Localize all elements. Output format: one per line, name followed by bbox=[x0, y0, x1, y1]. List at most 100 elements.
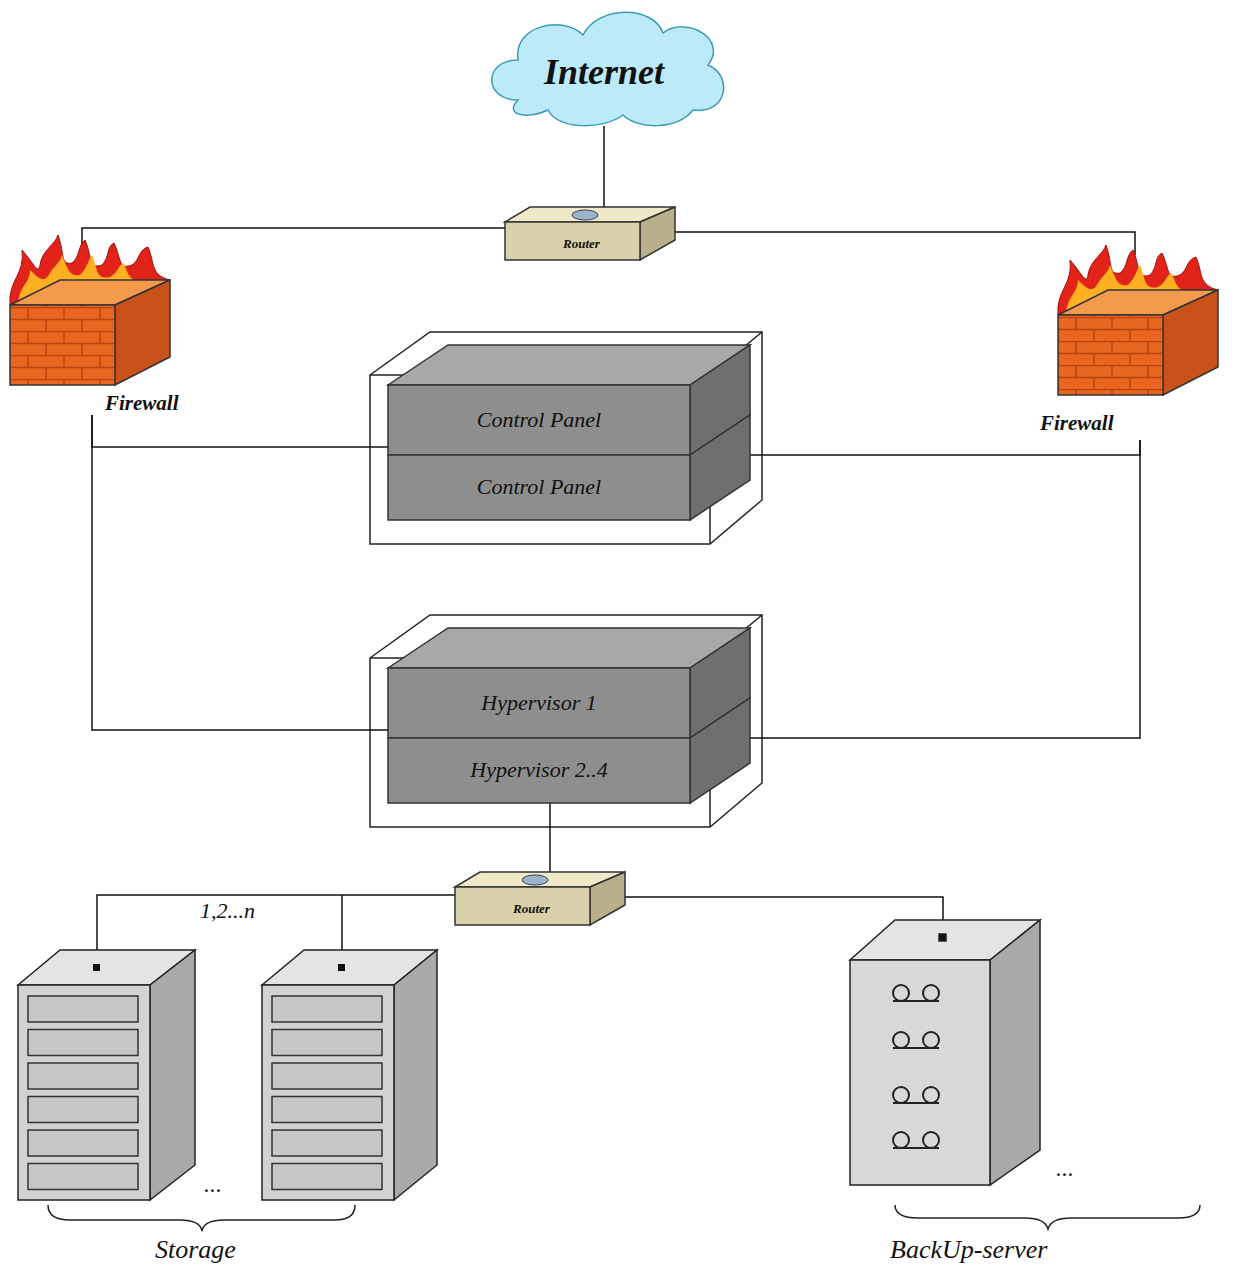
storage-rack bbox=[18, 950, 195, 1200]
node-text: Router bbox=[563, 237, 600, 250]
rack-slot bbox=[272, 996, 382, 1022]
text-label: ... bbox=[204, 1172, 222, 1196]
tape-line bbox=[893, 1102, 939, 1104]
shape bbox=[388, 415, 750, 520]
rack-side bbox=[394, 950, 437, 1200]
router-side bbox=[590, 872, 625, 925]
box-front bbox=[388, 668, 690, 738]
box-front bbox=[388, 455, 690, 520]
firewall: Firewall bbox=[10, 235, 195, 415]
server-frame bbox=[370, 615, 762, 827]
connector bbox=[92, 415, 388, 447]
node-text: Internet bbox=[478, 54, 730, 90]
storage-rack bbox=[262, 950, 437, 1200]
internet-cloud: Internet bbox=[478, 5, 730, 130]
tape-reel bbox=[923, 1132, 939, 1148]
server-box: Hypervisor 2..4 bbox=[388, 698, 750, 803]
box-front bbox=[388, 385, 690, 455]
tape-reel bbox=[923, 985, 939, 1001]
tape-line bbox=[893, 1147, 939, 1149]
rack-slot bbox=[272, 1097, 382, 1123]
node-text: Firewall bbox=[105, 393, 179, 414]
node-text: Hypervisor 2..4 bbox=[388, 759, 690, 781]
connector bbox=[750, 440, 1140, 738]
server-side bbox=[990, 920, 1040, 1185]
shape bbox=[505, 207, 675, 260]
tape-reel bbox=[893, 985, 909, 1001]
rack-slot bbox=[272, 1063, 382, 1089]
rack-slot bbox=[28, 1030, 138, 1056]
connector bbox=[549, 803, 551, 872]
brace bbox=[895, 1205, 1200, 1229]
connector bbox=[603, 126, 605, 207]
port bbox=[939, 934, 946, 941]
connector bbox=[750, 440, 1140, 455]
shape bbox=[1040, 245, 1220, 440]
wall-front bbox=[10, 305, 115, 385]
rack-front bbox=[262, 985, 394, 1200]
node-text: Router bbox=[513, 902, 550, 915]
rack-slot bbox=[28, 1063, 138, 1089]
tape-reel bbox=[893, 1132, 909, 1148]
port bbox=[338, 964, 345, 971]
rack-side bbox=[150, 950, 195, 1200]
router-side bbox=[640, 207, 675, 260]
router-box: Router bbox=[505, 207, 675, 260]
firewall-picture bbox=[1058, 245, 1218, 395]
tape-line bbox=[893, 1047, 939, 1049]
box-front bbox=[388, 738, 690, 803]
server-box: Hypervisor 1 bbox=[388, 628, 750, 738]
shape bbox=[455, 872, 625, 925]
server-frame bbox=[370, 332, 762, 544]
box-side bbox=[690, 698, 750, 803]
box-top bbox=[388, 345, 750, 385]
server-box: Control Panel bbox=[388, 345, 750, 455]
wall-front bbox=[1058, 315, 1163, 395]
node-text: Control Panel bbox=[388, 409, 690, 431]
rack-slot bbox=[28, 1097, 138, 1123]
rack-slot bbox=[28, 1130, 138, 1156]
rack-slot bbox=[28, 1164, 138, 1190]
rack-slot bbox=[272, 1130, 382, 1156]
router-box: Router bbox=[455, 872, 625, 925]
node-text: Control Panel bbox=[388, 476, 690, 498]
connector bbox=[675, 232, 1135, 255]
tape-reel bbox=[923, 1087, 939, 1103]
rack-slot bbox=[272, 1030, 382, 1056]
shape bbox=[388, 345, 750, 455]
wall-side bbox=[1163, 290, 1218, 395]
server-box: Control Panel bbox=[388, 415, 750, 520]
shape bbox=[388, 628, 750, 738]
node-text: Firewall bbox=[1040, 413, 1114, 434]
rack-front bbox=[18, 985, 150, 1200]
text-label: ... bbox=[1056, 1156, 1074, 1180]
wall-side bbox=[115, 280, 170, 385]
node-text: Hypervisor 1 bbox=[388, 692, 690, 714]
brace bbox=[48, 1205, 355, 1231]
connector bbox=[92, 415, 388, 730]
rack-slot bbox=[28, 996, 138, 1022]
shape bbox=[10, 235, 195, 415]
box-side bbox=[690, 415, 750, 520]
backup-server bbox=[850, 920, 1040, 1185]
text-label: 1,2...n bbox=[200, 900, 255, 922]
frame-edges bbox=[370, 332, 762, 544]
router-front bbox=[455, 887, 590, 925]
firewall: Firewall bbox=[1040, 245, 1220, 440]
wires bbox=[97, 895, 943, 968]
frame-outline bbox=[370, 332, 762, 544]
router-front bbox=[505, 222, 640, 260]
storage-racks bbox=[18, 950, 437, 1200]
router-icon bbox=[522, 875, 548, 885]
tape-reel bbox=[923, 1032, 939, 1048]
port bbox=[93, 964, 100, 971]
firewall-picture bbox=[10, 235, 170, 385]
text-label: Storage bbox=[155, 1237, 236, 1263]
shape bbox=[388, 698, 750, 803]
frame-outline bbox=[370, 615, 762, 827]
connector bbox=[82, 228, 505, 247]
tape-reel bbox=[893, 1087, 909, 1103]
tape-reel bbox=[893, 1032, 909, 1048]
